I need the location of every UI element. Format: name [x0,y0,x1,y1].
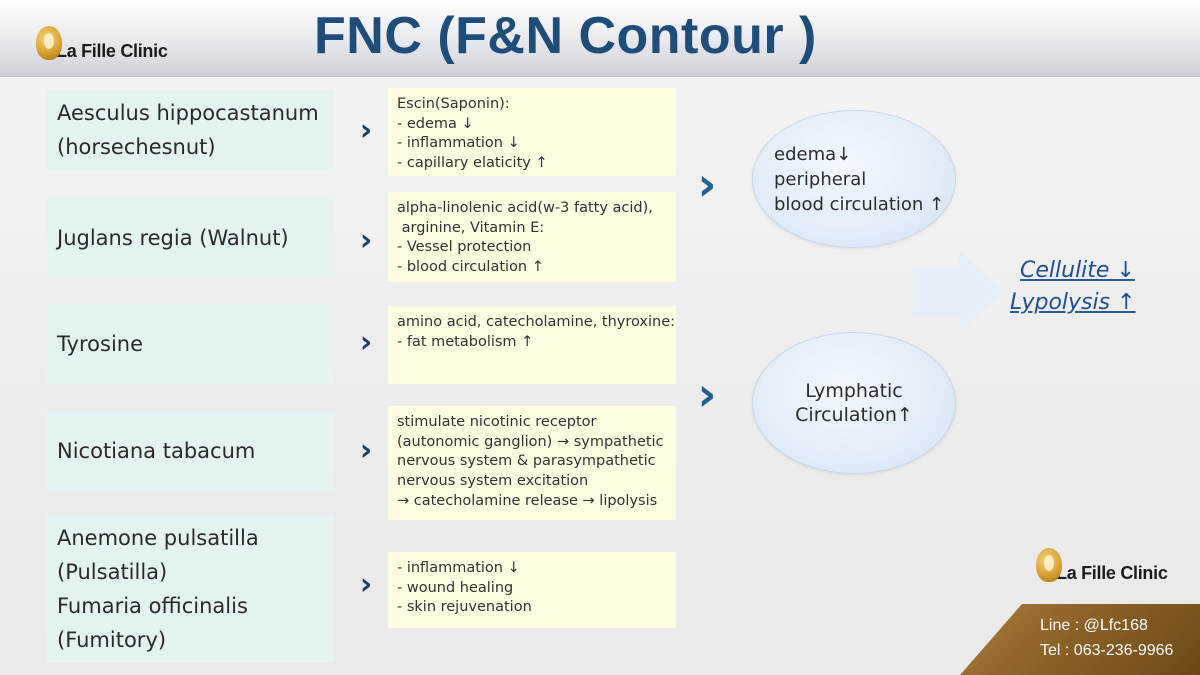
chevron-right-icon: › [359,223,373,258]
woman-silhouette-logo-icon [1036,548,1062,582]
description-line: - edema ↓ [397,115,474,132]
description-line: stimulate nicotinic receptor [397,414,597,430]
page-title: FNC (F&N Contour ) [314,7,817,65]
chevron-right-icon: › [697,157,717,211]
effect-line: edema↓ [774,143,852,165]
ingredient-box-2: Juglans regia (Walnut) [46,198,334,278]
logo-text: La Fille Clinic [1056,563,1168,583]
description-line: → catecholamine release → lipolysis [397,492,658,509]
ingredient-line: Anemone pulsatilla [57,526,259,550]
ingredient-line: Nicotiana tabacum [57,439,256,463]
description-line: alpha-linolenic acid(w-3 fatty acid), [397,200,653,216]
woman-silhouette-logo-icon [36,26,62,60]
description-line: - skin rejuvenation [397,599,532,616]
effect-lymphatic-ellipse: Lymphatic Circulation↑ [752,332,956,474]
chevron-right-icon: › [359,433,373,468]
effect-line: Circulation↑ [795,404,913,426]
ingredient-line: Juglans regia (Walnut) [57,226,289,250]
logo-text: La Fille Clinic [56,41,168,61]
phone-text[interactable]: Tel : 063-236-9966 [1040,642,1174,659]
ingredient-box-5: Anemone pulsatilla (Pulsatilla) Fumaria … [46,515,334,663]
description-line: - inflammation ↓ [397,135,520,152]
description-line: arginine, Vitamin E: [397,219,545,236]
ingredient-box-1: Aesculus hippocastanum (horsechesnut) [46,90,334,170]
chevron-right-icon: › [359,113,373,148]
description-box-1: Escin(Saponin): - edema ↓ - inflammation… [388,88,676,176]
description-line: - inflammation ↓ [397,560,520,576]
ingredient-line: (Pulsatilla) [57,560,168,584]
header-bar: La Fille Clinic FNC (F&N Contour ) [0,0,1200,77]
description-line: amino acid, catecholamine, thyroxine: [397,314,676,330]
ingredient-line: (Fumitory) [57,628,167,652]
ingredient-line: Aesculus hippocastanum [57,101,319,125]
arrow-right-icon [913,250,1003,334]
ingredient-line: (horsechesnut) [57,135,216,159]
ingredient-line: Fumaria officinalis [57,594,248,618]
chevron-right-icon: › [697,367,717,421]
description-box-4: stimulate nicotinic receptor (autonomic … [388,406,676,520]
effect-line: Lymphatic [805,380,903,402]
chevron-right-icon: › [359,567,373,602]
ingredient-box-4: Nicotiana tabacum [46,411,334,491]
description-box-5: - inflammation ↓ - wound healing - skin … [388,552,676,628]
description-box-2: alpha-linolenic acid(w-3 fatty acid), ar… [388,192,676,282]
description-line: - Vessel protection [397,239,532,256]
effect-circulation-ellipse: edema↓ peripheral blood circulation ↑ [752,110,956,248]
description-line: Escin(Saponin): [397,96,510,112]
effect-line: blood circulation ↑ [774,193,945,215]
description-line: - capillary elaticity ↑ [397,155,548,172]
chevron-right-icon: › [359,325,373,360]
effect-line: peripheral [774,168,867,190]
header-logo: La Fille Clinic [36,26,168,60]
result-text: Cellulite ↓ Lypolysis ↑ [1010,255,1136,319]
result-line: Cellulite ↓ [1020,258,1135,283]
description-line: - blood circulation ↑ [397,259,544,276]
contact-panel: Line : @Lfc168 Tel : 063-236-9966 [960,604,1200,675]
description-line: (autonomic ganglion) → sympathetic [397,433,664,450]
footer-logo: La Fille Clinic [1036,548,1168,582]
description-line: - wound healing [397,579,514,596]
description-line: nervous system & parasympathetic [397,453,656,470]
line-id-text[interactable]: Line : @Lfc168 [1040,617,1148,634]
description-box-3: amino acid, catecholamine, thyroxine: - … [388,306,676,384]
ingredient-box-3: Tyrosine [46,304,334,384]
result-line: Lypolysis ↑ [1010,290,1136,315]
description-line: - fat metabolism ↑ [397,333,534,350]
description-line: nervous system excitation [397,473,589,490]
ingredient-line: Tyrosine [57,332,144,356]
